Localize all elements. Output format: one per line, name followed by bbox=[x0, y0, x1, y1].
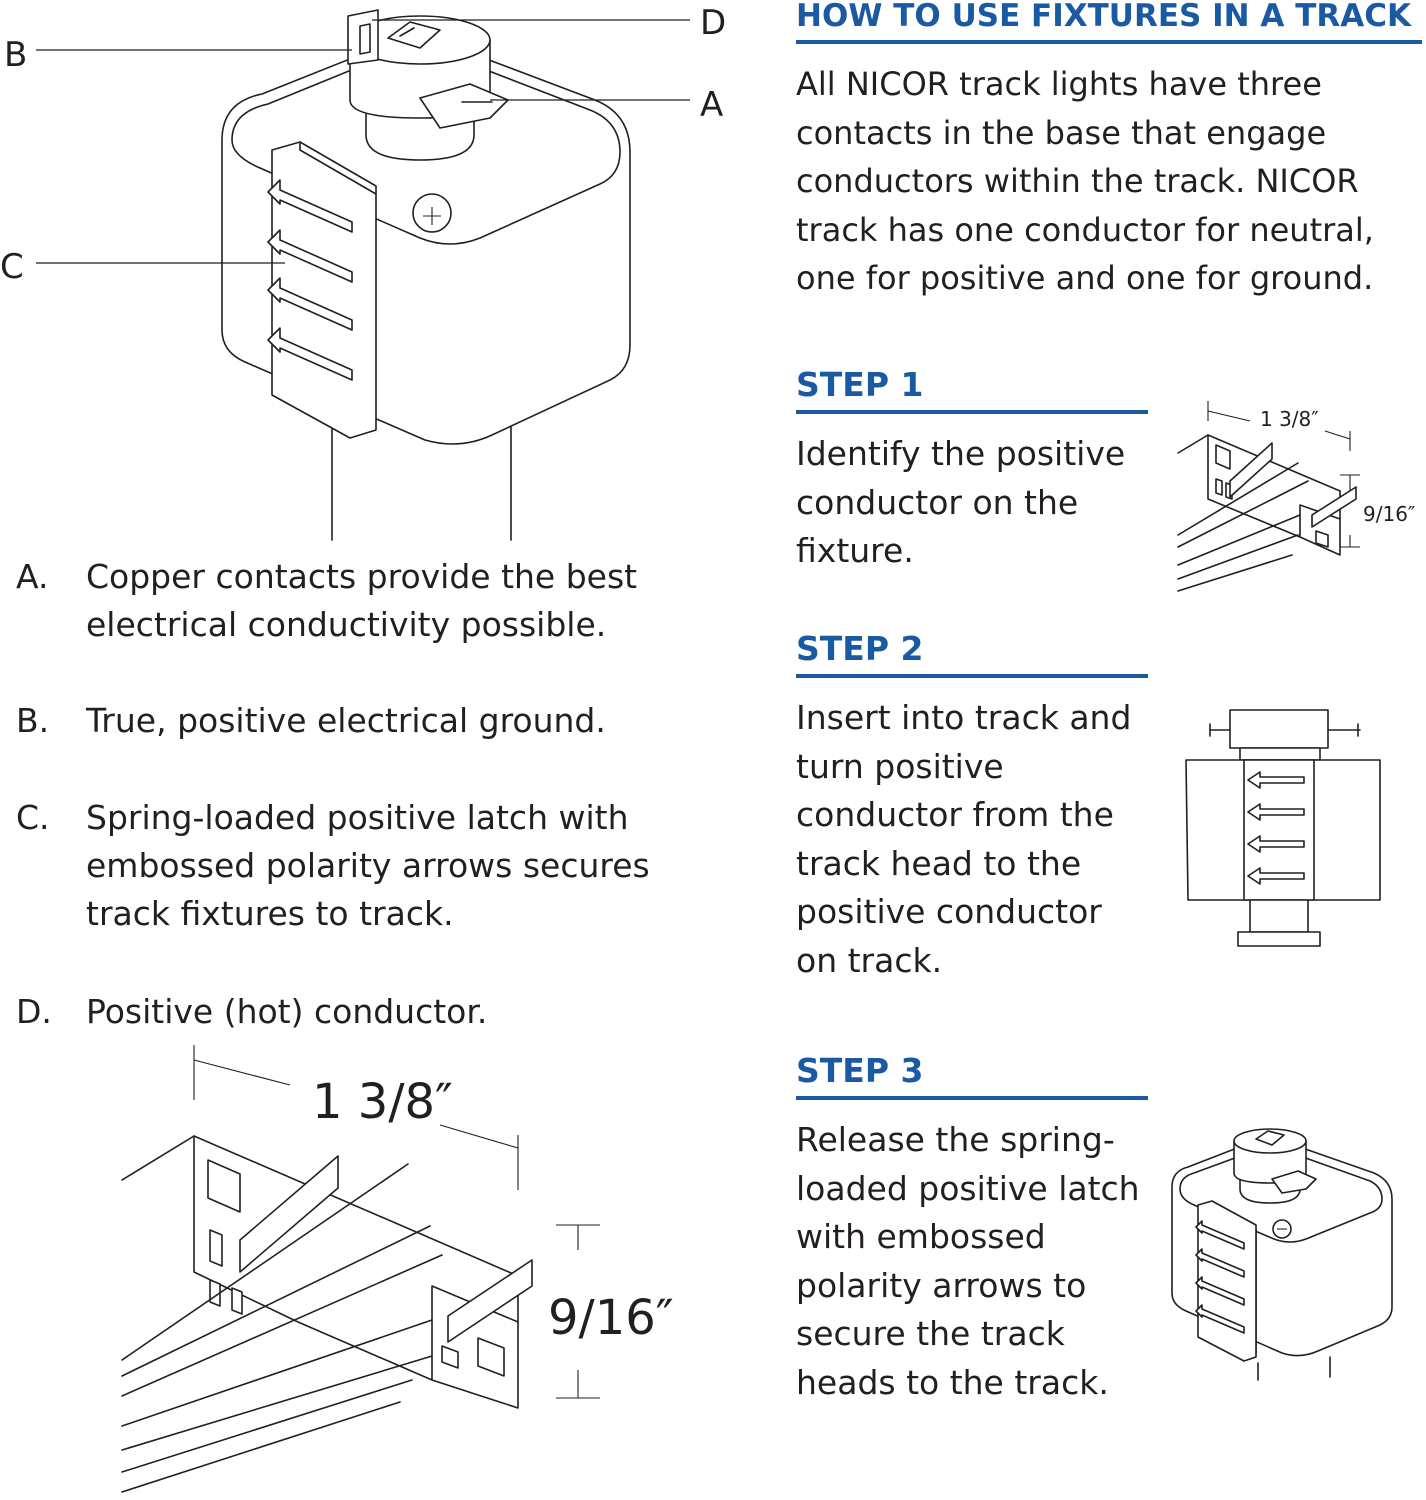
callout-a: A bbox=[700, 85, 723, 125]
step-1-height-label: 9/16″ bbox=[1363, 502, 1415, 526]
step-2-insert-illustration bbox=[1185, 709, 1381, 947]
dimension-height-label: 9/16″ bbox=[548, 1290, 674, 1346]
step-1-heading: STEP 1 bbox=[796, 364, 1148, 414]
fixture-head-illustration: D B A C bbox=[0, 3, 726, 541]
step-1-track-illustration: 1 3/8″ 9/16″ bbox=[1177, 401, 1415, 592]
callout-d: D bbox=[700, 3, 726, 43]
legend-text: Copper contacts provide the best electri… bbox=[86, 557, 638, 644]
step-1-text: Identify the positive conductor on the f… bbox=[796, 434, 1126, 570]
legend-letter: D. bbox=[16, 992, 52, 1031]
legend-text: True, positive electrical ground. bbox=[86, 701, 606, 740]
dimension-width-label: 1 3/8″ bbox=[312, 1074, 453, 1130]
legend-letter: C. bbox=[16, 798, 50, 837]
page-title: HOW TO USE FIXTURES IN A TRACK bbox=[796, 0, 1422, 44]
step-3-text: Release the spring-loaded positive latch… bbox=[796, 1120, 1140, 1402]
legend-text: Spring-loaded positive latch with emboss… bbox=[86, 798, 650, 933]
step-1-width-label: 1 3/8″ bbox=[1260, 407, 1319, 431]
step-2-heading: STEP 2 bbox=[796, 628, 1148, 678]
step-3-fixture-illustration bbox=[1171, 1128, 1393, 1381]
legend-text: Positive (hot) conductor. bbox=[86, 992, 488, 1031]
callout-b: B bbox=[4, 35, 27, 75]
step-3-heading: STEP 3 bbox=[796, 1050, 1148, 1100]
step-2-text: Insert into track and turn positive cond… bbox=[796, 698, 1132, 980]
intro-paragraph: All NICOR track lights have three contac… bbox=[796, 65, 1374, 297]
callout-c: C bbox=[0, 247, 24, 287]
track-profile-illustration: 1 3/8″ 9/16″ bbox=[121, 1045, 674, 1493]
legend-letter: B. bbox=[16, 701, 50, 740]
legend-letter: A. bbox=[16, 557, 49, 596]
